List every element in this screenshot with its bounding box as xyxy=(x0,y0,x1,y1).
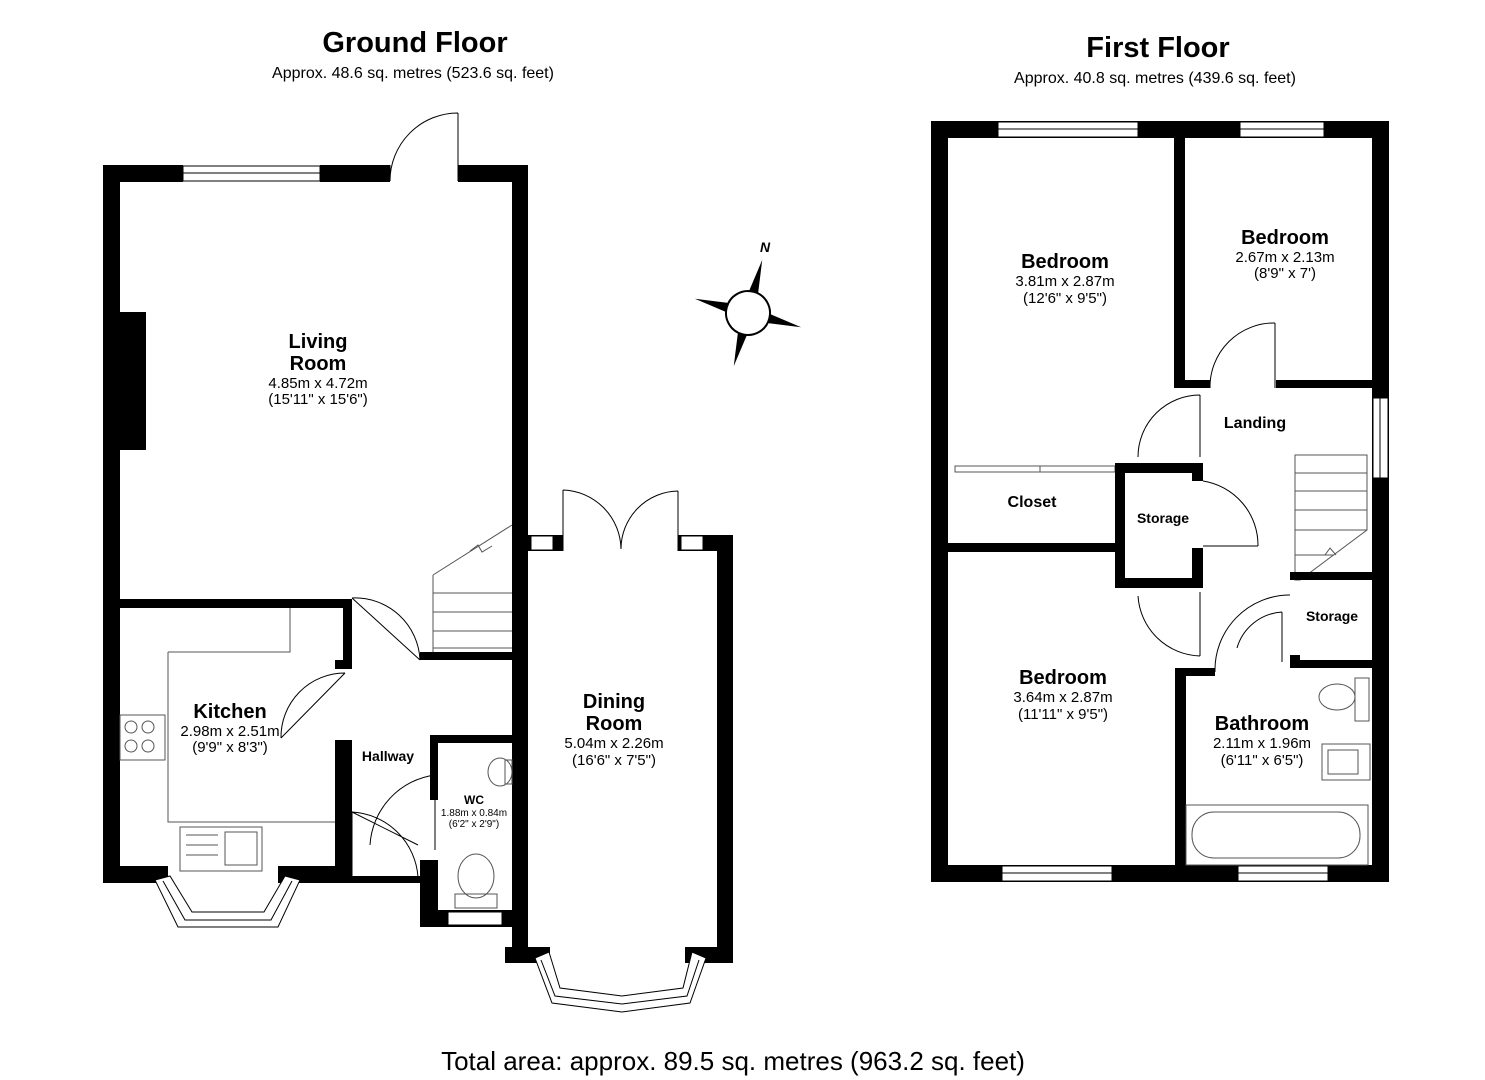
bedroom-3-dimensions: 3.64m x 2.87m xyxy=(1013,689,1112,706)
bathroom-dimensions: 2.11m x 1.96m xyxy=(1213,735,1311,752)
wall xyxy=(458,165,528,182)
door-swing xyxy=(1236,611,1283,662)
hallway-label: Hallway xyxy=(362,748,414,764)
first-floor-plan xyxy=(931,121,1389,882)
bay-window xyxy=(154,875,301,928)
wall xyxy=(1192,548,1203,588)
bedroom-1-label: Bedroom xyxy=(1021,251,1109,273)
kitchen-dimensions-imperial: (9'9" x 8'3") xyxy=(192,739,268,756)
door-swing xyxy=(1209,322,1276,389)
door-swing xyxy=(369,774,436,850)
bedroom-3-dimensions-imperial: (11'11" x 9'5") xyxy=(1018,706,1108,723)
worktop xyxy=(167,608,335,823)
wall xyxy=(335,740,352,883)
chimney-breast xyxy=(120,312,146,450)
wall xyxy=(430,735,520,743)
wall xyxy=(717,535,733,947)
dining-room-label: Dining xyxy=(583,691,645,713)
wall xyxy=(1115,463,1125,588)
compass-north-label: N xyxy=(760,239,771,255)
toilet-icon xyxy=(457,853,495,899)
wc-dimensions: 1.88m x 0.84m xyxy=(441,808,507,819)
wall xyxy=(335,660,352,669)
wall xyxy=(335,876,425,883)
basin-icon xyxy=(1321,743,1371,781)
dining-room-dimensions: 5.04m x 2.26m xyxy=(564,735,663,752)
door-swing xyxy=(1202,480,1259,547)
wc-dimensions-imperial: (6'2" x 2'9") xyxy=(449,819,499,830)
door-swing xyxy=(1137,394,1201,458)
ground-floor-title: Ground Floor xyxy=(322,27,507,59)
dining-room-label: Room xyxy=(586,713,643,735)
kitchen-dimensions: 2.98m x 2.51m xyxy=(180,723,279,740)
bay-window xyxy=(534,951,707,1013)
toilet-icon xyxy=(1318,683,1356,711)
wall xyxy=(1115,463,1203,473)
ground-floor-plan xyxy=(103,112,733,1013)
storage-label: Storage xyxy=(1306,608,1358,624)
wall xyxy=(430,735,438,800)
wall xyxy=(103,165,183,182)
kitchen-label: Kitchen xyxy=(193,701,266,723)
basin-icon xyxy=(487,757,513,787)
bedroom-2-dimensions: 2.67m x 2.13m xyxy=(1235,249,1334,266)
door-swing xyxy=(1214,594,1291,673)
compass-rose-icon xyxy=(694,259,802,367)
wall xyxy=(1372,121,1389,882)
total-area: Total area: approx. 89.5 sq. metres (963… xyxy=(441,1046,1025,1076)
bathroom-dimensions-imperial: (6'11" x 6'5") xyxy=(1221,752,1304,769)
wall xyxy=(1192,463,1203,481)
sink-icon xyxy=(179,826,263,872)
wall xyxy=(1175,668,1186,873)
wall xyxy=(343,599,352,669)
wall xyxy=(103,165,120,883)
wall xyxy=(931,121,948,882)
door-swing xyxy=(351,597,421,661)
wall xyxy=(103,866,168,883)
hob-icon xyxy=(119,714,166,761)
wall xyxy=(320,165,390,182)
bedroom-1-dimensions-imperial: (12'6" x 9'5") xyxy=(1023,290,1107,307)
wall xyxy=(1290,660,1386,668)
bathroom-label: Bathroom xyxy=(1215,713,1309,735)
bedroom-1-dimensions: 3.81m x 2.87m xyxy=(1015,273,1114,290)
wc-label: WC xyxy=(464,793,484,807)
first-floor-title: First Floor xyxy=(1086,32,1229,64)
wall xyxy=(945,543,1125,552)
door-swing xyxy=(1137,592,1201,657)
landing-label: Landing xyxy=(1224,415,1286,432)
door-swing xyxy=(351,811,419,878)
living-room-dimensions: 4.85m x 4.72m xyxy=(268,375,367,392)
door-swing xyxy=(389,112,459,182)
ground-floor-area: Approx. 48.6 sq. metres (523.6 sq. feet) xyxy=(272,65,554,82)
bedroom-2-label: Bedroom xyxy=(1241,227,1329,249)
living-room-label: Room xyxy=(290,353,347,375)
wall xyxy=(1276,380,1386,388)
wall xyxy=(420,652,528,660)
first-floor-area: Approx. 40.8 sq. metres (439.6 sq. feet) xyxy=(1014,70,1296,87)
wall xyxy=(420,860,438,927)
bath-icon xyxy=(1185,804,1369,866)
wall xyxy=(1174,121,1185,387)
staircase xyxy=(1294,454,1368,581)
wall xyxy=(1290,572,1386,580)
closet-label: Closet xyxy=(1008,494,1058,511)
wall xyxy=(1174,380,1210,388)
french-doors xyxy=(562,489,679,551)
living-room-dimensions-imperial: (15'11" x 15'6") xyxy=(268,391,368,408)
living-room-label: Living xyxy=(289,331,348,353)
bedroom-2-dimensions-imperial: (8'9" x 7') xyxy=(1254,265,1316,282)
door-swing xyxy=(280,672,346,739)
wall xyxy=(1115,578,1203,588)
storage-label: Storage xyxy=(1137,510,1189,526)
wall xyxy=(1175,668,1215,676)
bedroom-3-label: Bedroom xyxy=(1019,667,1107,689)
dining-room-dimensions-imperial: (16'6" x 7'5") xyxy=(572,752,656,769)
staircase xyxy=(432,524,513,660)
wall xyxy=(120,599,352,608)
